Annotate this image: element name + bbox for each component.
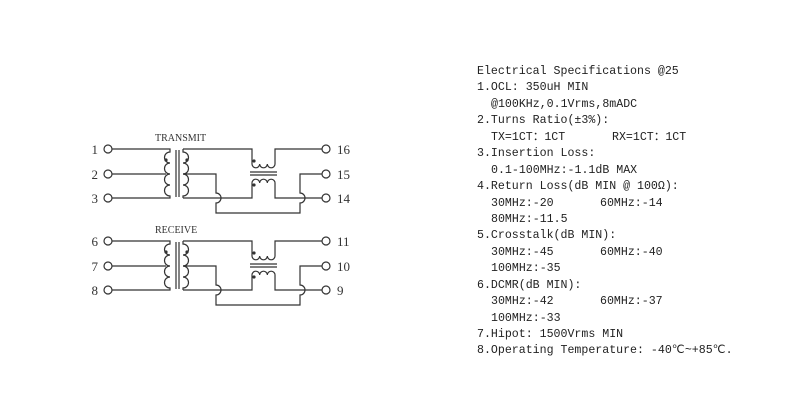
choke-top-winding (183, 240, 322, 261)
spec-turns-row: TX=1CT：1CT RX=1CT：1CT (477, 130, 733, 146)
spec-dcmr: 6.DCMR(dB MIN): (477, 278, 582, 292)
choke-bottom-winding (183, 270, 322, 291)
spec-crosstalk-30: 30MHz:-45 (491, 245, 554, 259)
spec-return-row: 30MHz:-20 60MHz:-14 (477, 196, 733, 212)
spec-turns-rx: RX=1CT：1CT (612, 130, 687, 144)
pin-label-10: 10 (337, 259, 350, 274)
pin-label-2: 2 (92, 167, 99, 182)
pin-9-terminal (321, 285, 331, 295)
pin-7-terminal (103, 261, 113, 271)
spec-insertion-loss: 3.Insertion Loss: (477, 147, 596, 161)
pin-6-terminal (103, 236, 113, 246)
primary-winding (112, 240, 171, 291)
primary-winding (112, 148, 171, 199)
spec-dcmr-30: 30MHz:-42 (491, 295, 554, 309)
polarity-dot (185, 158, 189, 162)
transmit-circuit: TRANSMIT 1 2 3 16 15 14 (92, 133, 351, 214)
pin-3-terminal (103, 193, 113, 203)
pin-label-9: 9 (337, 283, 344, 298)
spec-ocl-condition: @100KHz,0.1Vrms,8mADC (491, 97, 638, 111)
choke-top-winding (183, 148, 322, 169)
transformer-core (175, 242, 180, 289)
polarity-dot (252, 275, 256, 279)
center-tap-wire (183, 265, 322, 306)
spec-dcmr-60: 60MHz:-37 (600, 295, 663, 309)
spec-dcmr-100: 100MHz:-33 (491, 311, 561, 325)
polarity-dot (252, 183, 256, 187)
spec-operating-temperature: 8.Operating Temperature: -40℃~+85℃. (477, 344, 733, 358)
spec-turns-tx: TX=1CT：1CT (491, 130, 566, 144)
spec-crosstalk-row: 30MHz:-45 60MHz:-40 (477, 245, 733, 261)
pin-label-14: 14 (337, 191, 351, 206)
pin-label-16: 16 (337, 142, 351, 157)
transmit-label: TRANSMIT (155, 133, 206, 144)
pin-label-7: 7 (92, 259, 99, 274)
spec-dcmr-row: 30MHz:-42 60MHz:-37 (477, 294, 733, 310)
polarity-dot (185, 250, 189, 254)
choke-core (250, 263, 277, 268)
spec-turns-ratio: 2.Turns Ratio(±3%): (477, 114, 610, 128)
pin-2-terminal (103, 169, 113, 179)
pin-8-terminal (103, 285, 113, 295)
pin-11-terminal (321, 236, 331, 246)
pin-label-15: 15 (337, 167, 350, 182)
spec-return-60: 60MHz:-14 (600, 196, 663, 210)
transformer-core (175, 150, 180, 197)
spec-hipot: 7.Hipot: 1500Vrms MIN (477, 328, 624, 341)
spec-return-80: 80MHz:-11.5 (491, 212, 568, 226)
spec-return-30: 30MHz:-20 (491, 196, 554, 210)
pin-14-terminal (321, 193, 331, 203)
electrical-specifications: Electrical Specifications @25 1.OCL: 350… (477, 64, 733, 360)
choke-core (250, 171, 277, 176)
receive-label: RECEIVE (155, 225, 197, 236)
spec-crosstalk: 5.Crosstalk(dB MIN): (477, 229, 617, 243)
receive-circuit: RECEIVE 6 7 8 11 10 9 (92, 225, 350, 306)
center-tap-wire (183, 173, 322, 214)
pin-label-8: 8 (92, 283, 99, 298)
spec-ocl: 1.OCL: 350uH MIN (477, 81, 589, 95)
spec-crosstalk-60: 60MHz:-40 (600, 245, 663, 259)
pin-10-terminal (321, 261, 331, 271)
polarity-dot (164, 250, 168, 254)
pin-label-11: 11 (337, 234, 350, 249)
pin-16-terminal (321, 144, 331, 154)
pin-15-terminal (321, 169, 331, 179)
spec-title: Electrical Specifications @25 (477, 65, 679, 78)
pin-label-1: 1 (92, 142, 99, 157)
polarity-dot (252, 159, 256, 163)
polarity-dot (252, 251, 256, 255)
spec-return-loss: 4.Return Loss(dB MIN @ 100Ω): (477, 180, 679, 194)
spec-insertion-value: 0.1-100MHz:-1.1dB MAX (491, 163, 638, 177)
choke-bottom-winding (183, 178, 322, 199)
spec-crosstalk-100: 100MHz:-35 (491, 262, 561, 276)
pin-label-6: 6 (92, 234, 99, 249)
pin-1-terminal (103, 144, 113, 154)
polarity-dot (164, 158, 168, 162)
pin-label-3: 3 (92, 191, 99, 206)
